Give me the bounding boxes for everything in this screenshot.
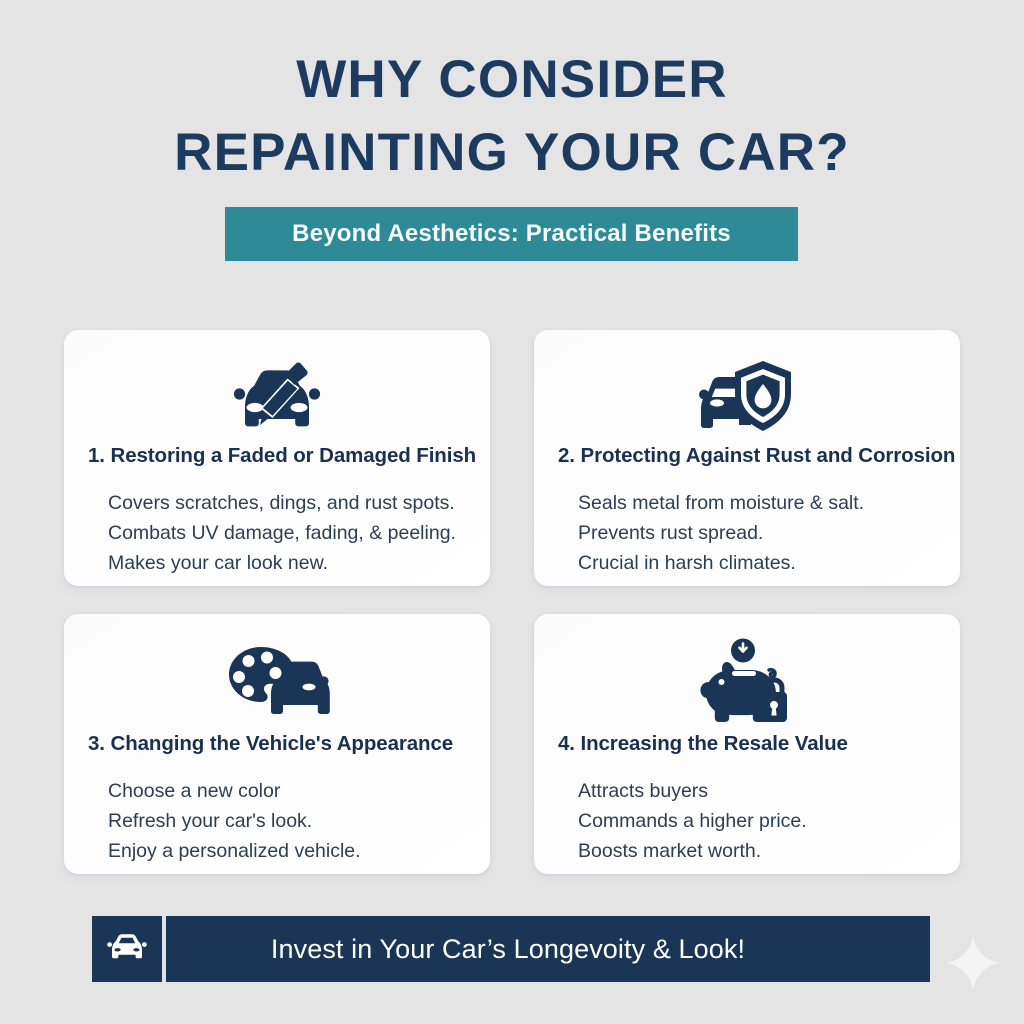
benefit-card-4[interactable]: 4. Increasing the Resale Value Attracts … bbox=[534, 614, 960, 874]
benefit-card-1-line-3: Makes your car look new. bbox=[108, 552, 329, 575]
benefit-card-4-line-2: Commands a higher price. bbox=[578, 810, 807, 833]
benefit-card-2-line-2: Prevents rust spread. bbox=[578, 522, 764, 545]
benefit-card-3[interactable]: 3. Changing the Vehicle's Appearance Cho… bbox=[64, 614, 490, 874]
benefit-card-4-line-1: Attracts buyers bbox=[578, 780, 709, 802]
benefit-card-2-line-3: Crucial in harsh climates. bbox=[578, 552, 796, 575]
benefit-card-1[interactable]: 1. Restoring a Faded or Damaged Finish C… bbox=[64, 330, 490, 586]
palette-car-icon bbox=[64, 632, 490, 732]
benefit-card-1-heading: 1. Restoring a Faded or Damaged Finish bbox=[88, 444, 477, 467]
footer-icon-box bbox=[92, 916, 162, 982]
benefit-card-3-line-2: Refresh your car's look. bbox=[108, 810, 313, 833]
benefit-card-4-line-3: Boosts market worth. bbox=[578, 840, 762, 863]
subtitle-banner: Beyond Aesthetics: Practical Benefits bbox=[225, 207, 798, 261]
car-shield-droplet-icon bbox=[534, 348, 960, 448]
benefit-card-1-line-2: Combats UV damage, fading, & peeling. bbox=[108, 522, 456, 545]
footer-text-bar: Invest in Your Car’s Longevoity & Look! bbox=[166, 916, 930, 982]
page-title-line-1: WHY CONSIDER bbox=[296, 50, 728, 109]
car-paintbrush-icon bbox=[64, 348, 490, 448]
footer-text: Invest in Your Car’s Longevoity & Look! bbox=[270, 933, 746, 964]
page-title-line-2: REPAINTING YOUR CAR? bbox=[174, 122, 850, 182]
benefit-card-3-heading: 3. Changing the Vehicle's Appearance bbox=[88, 732, 454, 755]
benefit-card-2-line-1: Seals metal from moisture & salt. bbox=[578, 492, 865, 514]
benefit-card-2[interactable]: 2. Protecting Against Rust and Corrosion… bbox=[534, 330, 960, 586]
benefit-card-3-line-3: Enjoy a personalized vehicle. bbox=[108, 840, 361, 863]
benefit-card-2-heading: 2. Protecting Against Rust and Corrosion bbox=[558, 444, 956, 467]
car-front-icon bbox=[107, 933, 147, 966]
benefit-card-3-line-1: Choose a new color bbox=[108, 780, 281, 802]
sparkle-icon bbox=[946, 936, 1000, 990]
footer-banner: Invest in Your Car’s Longevoity & Look! bbox=[92, 916, 930, 982]
benefit-card-4-body: Attracts buyers Commands a higher price.… bbox=[578, 776, 942, 866]
benefit-card-3-body: Choose a new color Refresh your car's lo… bbox=[108, 776, 472, 866]
page-title: WHY CONSIDER REPAINTING YOUR CAR? bbox=[0, 44, 1024, 189]
footer-divider bbox=[162, 916, 166, 982]
benefit-card-2-body: Seals metal from moisture & salt. Preven… bbox=[578, 488, 942, 578]
benefit-card-grid: 1. Restoring a Faded or Damaged Finish C… bbox=[64, 330, 960, 874]
benefit-card-1-line-1: Covers scratches, dings, and rust spots. bbox=[108, 492, 455, 514]
piggy-bank-lock-icon bbox=[534, 632, 960, 732]
subtitle-text: Beyond Aesthetics: Practical Benefits bbox=[292, 220, 731, 247]
benefit-card-4-heading: 4. Increasing the Resale Value bbox=[558, 732, 848, 755]
benefit-card-1-body: Covers scratches, dings, and rust spots.… bbox=[108, 488, 472, 578]
